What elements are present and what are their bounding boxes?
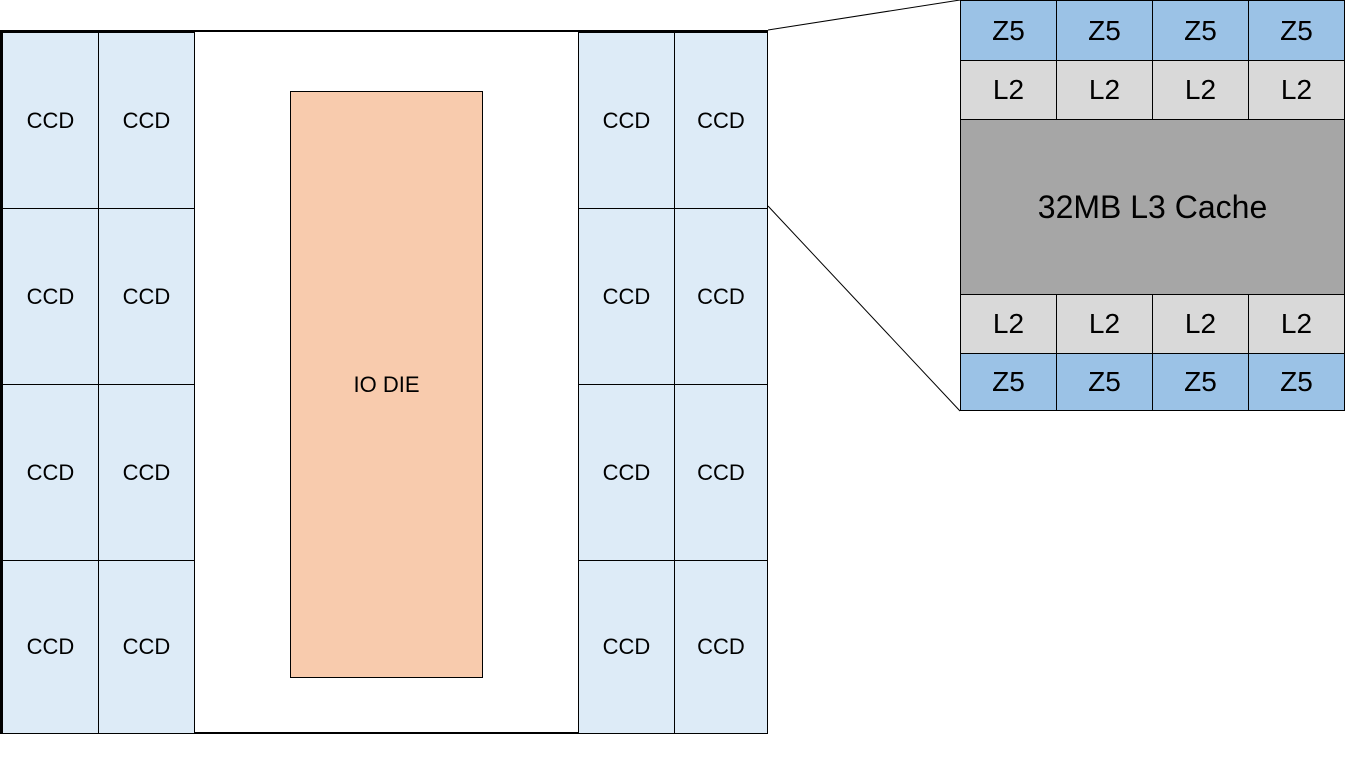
ccd-block: CCD [2, 32, 99, 209]
zoom-connector-top [767, 0, 961, 31]
ccd-block: CCD [578, 384, 675, 561]
l2-cache: L2 [1248, 60, 1345, 120]
l2-cache: L2 [1152, 294, 1249, 354]
core-z5: Z5 [1248, 353, 1345, 411]
core-z5: Z5 [1056, 353, 1153, 411]
ccd-block: CCD [674, 560, 768, 734]
l2-cache: L2 [1152, 60, 1249, 120]
core-z5: Z5 [1248, 0, 1345, 61]
l2-cache: L2 [1056, 294, 1153, 354]
l2-cache: L2 [960, 60, 1057, 120]
io-die: IO DIE [290, 91, 483, 678]
l2-cache: L2 [1248, 294, 1345, 354]
l2-cache: L2 [960, 294, 1057, 354]
ccd-block: CCD [2, 560, 99, 734]
ccd-block: CCD [98, 208, 195, 385]
ccd-block: CCD [98, 560, 195, 734]
ccd-block: CCD [674, 32, 768, 209]
ccd-block: CCD [2, 208, 99, 385]
core-z5: Z5 [1152, 0, 1249, 61]
core-z5: Z5 [1152, 353, 1249, 411]
core-z5: Z5 [960, 0, 1057, 61]
ccd-block: CCD [578, 32, 675, 209]
core-z5: Z5 [960, 353, 1057, 411]
ccd-block: CCD [674, 384, 768, 561]
cpu-package: CCD CCD CCD CCD CCD CCD CCD CCD CCD CCD … [0, 30, 768, 734]
ccd-block: CCD [578, 208, 675, 385]
ccd-block: CCD [674, 208, 768, 385]
zoom-connector-bottom [767, 205, 961, 412]
ccd-block: CCD [2, 384, 99, 561]
ccd-block: CCD [578, 560, 675, 734]
ccd-zoom-detail: Z5 Z5 Z5 Z5 L2 L2 L2 L2 32MB L3 Cache L2… [960, 0, 1345, 411]
ccd-block: CCD [98, 32, 195, 209]
ccd-block: CCD [98, 384, 195, 561]
l2-cache: L2 [1056, 60, 1153, 120]
core-z5: Z5 [1056, 0, 1153, 61]
l3-cache: 32MB L3 Cache [961, 119, 1344, 295]
